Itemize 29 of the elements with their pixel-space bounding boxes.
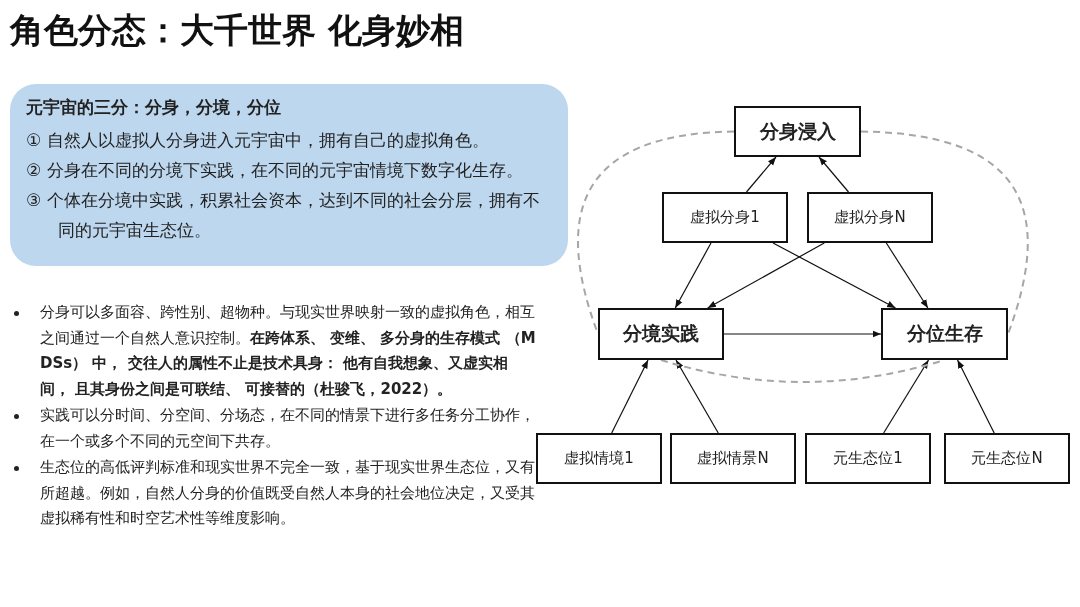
bullet-paragraph: 生态位的高低评判标准和现实世界不完全一致，基于现实世界生态位，又有所超越。例如，自然人分身的价值既受自然人本身的社会地位决定，又受其虚拟稀有性和时空艺术性等维度影响。 bbox=[40, 457, 536, 529]
bullet-paragraph: 实践可以分时间、分空间、分场态，在不同的情景下进行多任务分工协作，在一个或多个不同的元空间下共存。 bbox=[40, 405, 536, 452]
arrow bbox=[818, 156, 850, 193]
arrow bbox=[611, 359, 649, 434]
numbered-item: ② 分身在不同的分境下实践，在不同的元宇宙情境下数字化生存。 bbox=[26, 159, 524, 182]
arrow bbox=[707, 242, 825, 309]
arrow bbox=[674, 242, 712, 309]
arrow bbox=[956, 359, 995, 434]
process-box: 虚拟情境1 bbox=[536, 433, 662, 484]
arrow bbox=[883, 359, 930, 434]
info-card bbox=[10, 84, 568, 266]
arrow bbox=[675, 359, 719, 434]
stage-box: 分境实践 bbox=[598, 308, 724, 360]
arrow bbox=[723, 330, 882, 338]
process-box: 元生态位N bbox=[944, 433, 1070, 484]
stage-box: 分位生存 bbox=[881, 308, 1008, 360]
numbered-item: ③ 个体在分境中实践，积累社会资本，达到不同的社会分层，拥有不同的元宇宙生态位。 bbox=[26, 189, 541, 242]
stage-box: 分身浸入 bbox=[734, 106, 861, 157]
arrow bbox=[885, 242, 929, 309]
numbered-item: ① 自然人以虚拟人分身进入元宇宙中，拥有自己的虚拟角色。 bbox=[26, 129, 490, 152]
process-box: 虚拟分身1 bbox=[662, 192, 788, 243]
process-box: 元生态位1 bbox=[805, 433, 931, 484]
arrow bbox=[745, 156, 777, 193]
process-box: 虚拟情景N bbox=[670, 433, 796, 484]
bullet-paragraph: 分身可以多面容、跨性别、超物种。与现实世界映射一致的虚拟角色，相互之间通过一个自然人意识控制。在跨体系、 变维、 多分身的生存模式 （MDSs） 中， 交往人的属性不止是技术具身： 他有自我想象、又虚实相间， 且其身份之间是可联结、 可接替的（杜骏飞，2022）。 bbox=[40, 302, 536, 400]
slide-title: 角色分态：大千世界 化身妙相 bbox=[10, 9, 464, 52]
process-box: 虚拟分身N bbox=[807, 192, 933, 243]
card-heading: 元宇宙的三分：分身，分境，分位 bbox=[26, 96, 282, 119]
arrow bbox=[772, 242, 897, 309]
